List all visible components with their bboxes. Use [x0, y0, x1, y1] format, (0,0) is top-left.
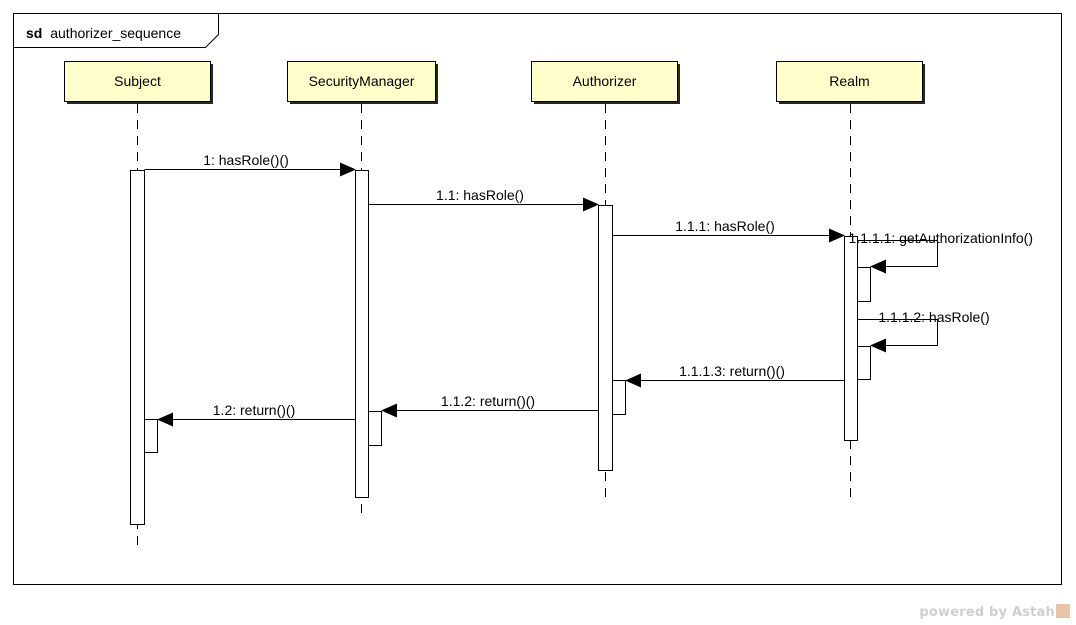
frame-title-tab	[13, 13, 219, 48]
message-label-m1-1-1: 1.1.1: hasRole()	[675, 218, 775, 234]
activation-authorizer	[598, 205, 613, 471]
message-label-m1-1-2: 1.1.2: return()()	[441, 393, 535, 409]
message-label-m1-1-1-3: 1.1.1.3: return()()	[679, 363, 785, 379]
activation-securitymanager	[355, 170, 369, 498]
lifeline-name-authorizer: Authorizer	[573, 73, 637, 89]
activation-realm	[844, 236, 858, 441]
activation-realm-self-1	[857, 267, 871, 302]
frame-title: sd authorizer_sequence	[26, 25, 181, 41]
lifeline-name-realm: Realm	[829, 73, 869, 89]
frame-border	[13, 13, 1062, 585]
lifeline-head-securitymanager[interactable]: SecurityManager	[287, 61, 439, 105]
message-arrow-m1-1-1-1[interactable]	[857, 240, 938, 274]
lifeline-name-securitymanager: SecurityManager	[309, 73, 415, 89]
astah-logo-icon	[1056, 604, 1070, 618]
message-label-m1: 1: hasRole()()	[203, 152, 289, 168]
lifeline-name-subject: Subject	[114, 73, 161, 89]
message-label-m1-1-1-2: 1.1.1.2: hasRole()	[878, 309, 989, 325]
lifeline-head-realm[interactable]: Realm	[776, 61, 926, 105]
activation-authorizer-return	[612, 380, 626, 415]
lifeline-head-subject[interactable]: Subject	[64, 61, 214, 105]
message-label-m1-2: 1.2: return()()	[213, 402, 295, 418]
powered-by-footer: powered by Astah	[919, 604, 1070, 620]
lifeline-head-authorizer[interactable]: Authorizer	[531, 61, 681, 105]
message-label-m1-1: 1.1: hasRole()	[436, 187, 524, 203]
message-label-m1-1-1-1: 1.1.1.1: getAuthorizationInfo()	[849, 230, 1033, 246]
activation-subject	[130, 170, 145, 525]
frame-keyword: sd	[26, 25, 42, 41]
frame-name: authorizer_sequence	[50, 25, 181, 41]
activation-subject-return	[144, 419, 158, 453]
message-arrow-m1-1-1-2[interactable]	[857, 319, 938, 353]
activation-securitymanager-return	[368, 411, 382, 446]
activation-realm-self-2	[857, 346, 871, 380]
footer-text: powered by Astah	[919, 605, 1055, 620]
